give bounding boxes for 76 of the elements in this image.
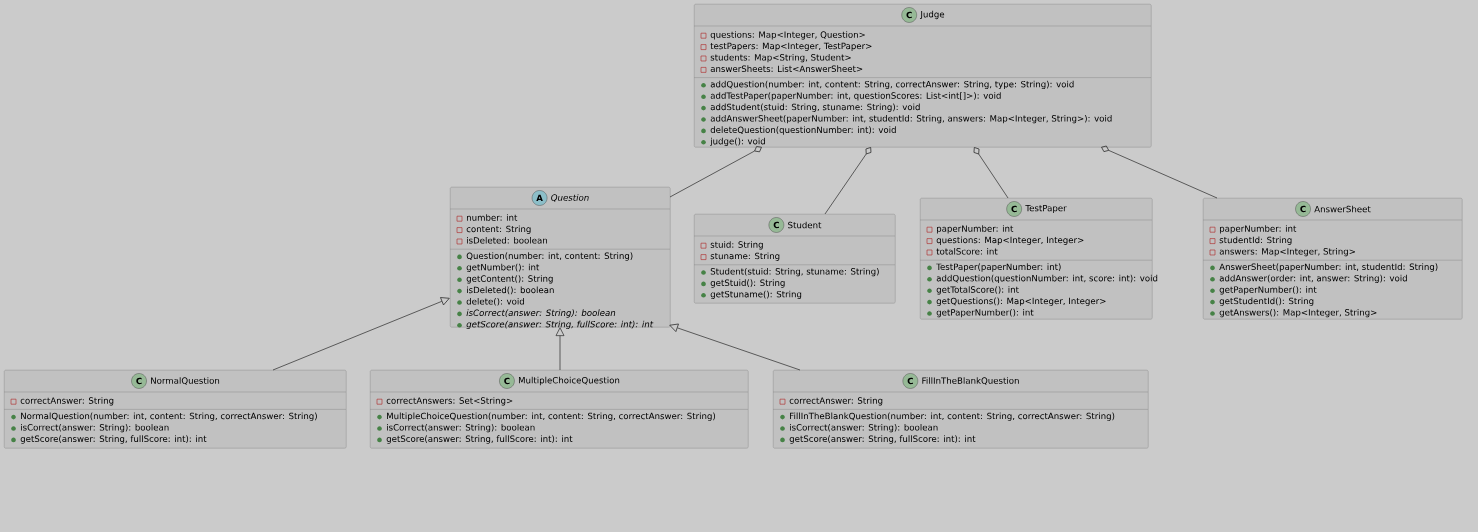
method-text: delete(): void (466, 297, 524, 306)
attribute-text: correctAnswer: String (789, 397, 883, 406)
class-name: TestPaper (1025, 204, 1067, 213)
method-text: Student(stuid: String, stuname: String) (710, 267, 879, 277)
method-text: isDeleted(): boolean (467, 286, 554, 295)
method-text: getStuname(): String (710, 290, 802, 300)
class-name: Question (551, 194, 589, 202)
aggregation-line (824, 147, 872, 215)
generalization-arrow (272, 297, 450, 371)
method-text: getScore(answer: String, fullScore: int): int (20, 435, 207, 444)
class-name: AnswerSheet (1314, 205, 1371, 213)
method-text: addQuestion(number: int, content: String, correctAnswer: String, type: String): void (710, 80, 1074, 90)
attribute-text: answers: Map<Integer, String> (1219, 247, 1355, 257)
class-box (449, 187, 671, 330)
method-text: FillInTheBlankQuestion(number: int, content: String, correctAnswer: String) (790, 412, 1115, 421)
attribute-text: questions: Map<Integer, Question> (710, 31, 865, 40)
attribute-text: isDeleted: boolean (467, 236, 547, 244)
method-text: isCorrect(answer: String): boolean (466, 309, 616, 318)
class-box (919, 198, 1158, 320)
attribute-text: stuid: String (710, 241, 763, 250)
method-text: getStudentId(): String (1219, 297, 1314, 306)
method-text: addAnswerSheet(paperNumber: int, studentId: String, answers: Map<Integer, String>): void (710, 114, 1112, 124)
class-name: NormalQuestion (151, 377, 220, 385)
attribute-text: studentId: String (1219, 236, 1292, 245)
method-text: AnswerSheet(paperNumber: int, studentId: String) (1219, 263, 1438, 272)
attribute-text: answerSheets: List<AnswerSheet> (710, 65, 863, 72)
attribute-text: totalScore: int (936, 247, 998, 255)
method-text: getPaperNumber(): int (936, 308, 1034, 318)
class-box (693, 214, 896, 304)
class-name: FillInTheBlankQuestion (922, 377, 1019, 385)
method-text: isCorrect(answer: String): boolean (790, 423, 938, 433)
method-text: getPaperNumber(): int (1219, 286, 1317, 295)
aggregation-line (1101, 145, 1218, 199)
attribute-text: students: Map<String, Student> (710, 53, 851, 63)
class-box (693, 4, 1152, 148)
class-name: Judge (919, 10, 945, 20)
method-text: getStuid(): String (710, 279, 785, 288)
method-text: addQuestion(questionNumber: int, score: int): void (936, 274, 1158, 284)
method-text: getAnswers(): Map<Integer, String> (1219, 308, 1377, 318)
aggregation-line (669, 146, 762, 198)
attribute-text: correctAnswer: String (20, 397, 114, 406)
method-text: getNumber(): int (466, 263, 540, 273)
attribute-text: content: String (466, 225, 531, 234)
attribute-text: correctAnswers: Set<String> (386, 397, 513, 406)
class-box (369, 370, 749, 449)
method-text: isCorrect(answer: String): boolean (387, 423, 535, 433)
generalization-arrow (669, 323, 801, 371)
method-text: addStudent(stuid: String, stuname: String): void (710, 103, 920, 112)
class-box (772, 370, 1149, 449)
class-name: Student (788, 221, 822, 229)
attribute-text: paperNumber: int (937, 225, 1014, 234)
method-text: getTotalScore(): int (936, 286, 1019, 295)
attribute-text: paperNumber: int (1220, 225, 1297, 234)
class-box (1202, 198, 1463, 320)
method-text: judge(): void (710, 137, 765, 147)
class-name: MultipleChoiceQuestion (519, 376, 620, 386)
method-text: addTestPaper(paperNumber: int, questionScores: List<int[]>): void (710, 92, 1001, 101)
method-text: TestPaper(paperNumber: int) (936, 263, 1061, 272)
attribute-text: questions: Map<Integer, Integer> (936, 236, 1084, 245)
method-text: getQuestions(): Map<Integer, Integer> (936, 297, 1106, 306)
method-text: getContent(): String (466, 275, 553, 284)
method-text: MultipleChoiceQuestion(number: int, content: String, correctAnswer: String) (387, 412, 716, 421)
method-text: isCorrect(answer: String): boolean (21, 423, 169, 433)
method-text: getScore(answer: String, fullScore: int): int (386, 435, 573, 444)
method-text: getScore(answer: String, fullScore: int): int (466, 320, 654, 330)
method-text: NormalQuestion(number: int, content: String, correctAnswer: String) (21, 412, 317, 421)
attribute-text: testPapers: Map<Integer, TestPaper> (710, 42, 872, 51)
attribute-text: number: int (467, 214, 518, 221)
method-text: addAnswer(order: int, answer: String): void (1219, 274, 1407, 284)
attribute-text: stuname: String (710, 252, 780, 261)
generalization-arrow (555, 327, 565, 371)
method-text: getScore(answer: String, fullScore: int): int (789, 435, 976, 444)
aggregation-line (973, 147, 1009, 199)
class-box (3, 370, 347, 449)
method-text: deleteQuestion(questionNumber: int): void (710, 126, 896, 135)
method-text: Question(number: int, content: String) (466, 252, 633, 261)
